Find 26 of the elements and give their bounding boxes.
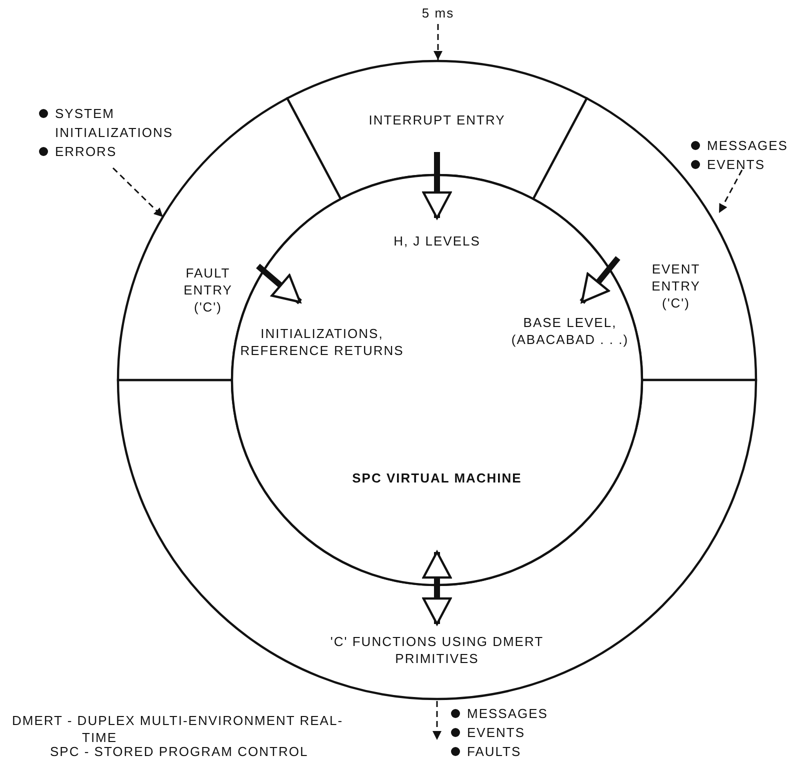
level-label: BASE LEVEL, (ABACABAD . . .) [510,314,630,348]
level-label: INITIALIZATIONS, REFERENCE RETURNS [239,325,405,359]
dashed-arrow [718,170,743,214]
bullet-item: FAULTS [450,742,522,761]
abbreviation-note: SPC - STORED PROGRAM CONTROL [50,744,308,759]
level-label: H, J LEVELS [392,232,482,250]
timer-label: 5 ms [420,4,456,22]
arrow [256,264,302,304]
dashed-arrow [434,24,442,60]
dashed-arrow [112,167,164,218]
segment-label: FAULT ENTRY ('C') [182,264,234,316]
arrow [422,152,452,220]
bullet-item: MESSAGES [450,704,548,723]
segment-label: 'C' FUNCTIONS USING DMERT PRIMITIVES [330,633,544,667]
bullet-item: MESSAGES [690,136,788,155]
bullet-item: EVENTS [690,155,766,174]
bullet-item: SYSTEM INITIALIZATIONS [38,104,205,142]
arrow [580,256,620,304]
double-arrow [422,550,452,626]
abbreviation-note: DMERT - DUPLEX MULTI-ENVIRONMENT REAL-TIME [12,712,344,746]
segment-label: INTERRUPT ENTRY [368,112,506,128]
bullet-item: EVENTS [450,723,526,742]
bullet-item: ERRORS [38,142,117,161]
dashed-arrow [432,701,442,740]
segment-label: EVENT ENTRY ('C') [650,260,702,312]
level-label: SPC VIRTUAL MACHINE [351,470,523,486]
